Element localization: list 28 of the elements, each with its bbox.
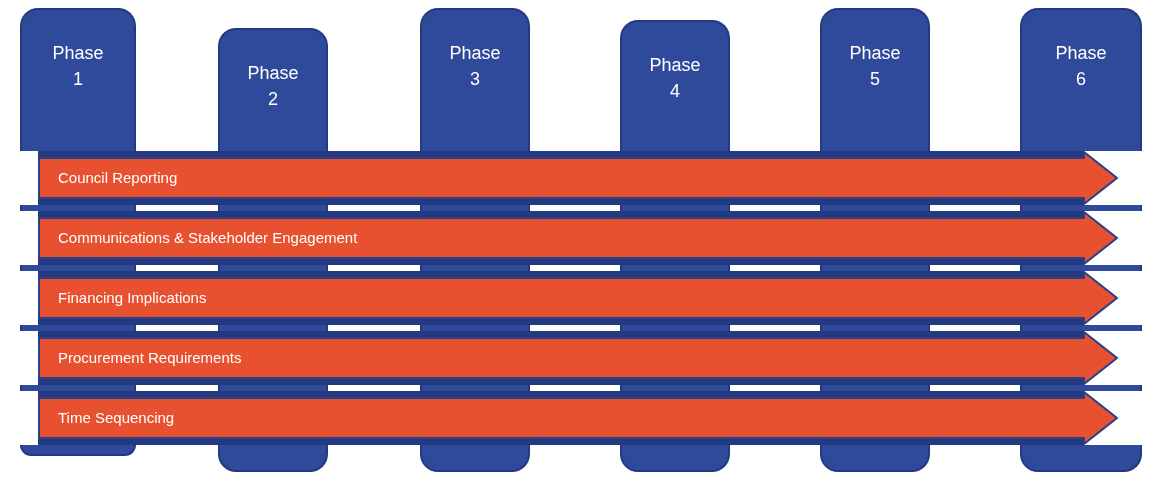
phase-label: Phase 1 bbox=[51, 42, 105, 91]
phase-column bbox=[820, 8, 930, 151]
phase-label: Phase 5 bbox=[848, 42, 902, 91]
phase-column bbox=[620, 20, 730, 151]
phase-column-foot bbox=[820, 445, 930, 472]
phase-column-foot bbox=[420, 445, 530, 472]
workstream-banner bbox=[38, 391, 1118, 445]
phase-column bbox=[420, 8, 530, 151]
phase-column bbox=[218, 28, 328, 151]
phase-label: Phase 2 bbox=[246, 62, 300, 111]
phase-label: Phase 3 bbox=[448, 42, 502, 91]
phase-label: Phase 6 bbox=[1054, 42, 1108, 91]
phase-column-foot bbox=[218, 445, 328, 472]
phase-column bbox=[20, 8, 136, 151]
workstream-label: Time Sequencing bbox=[58, 407, 175, 428]
phase-label: Phase 4 bbox=[648, 54, 702, 103]
phase-column bbox=[1020, 8, 1142, 151]
workstream-banner bbox=[38, 331, 1118, 385]
workstream-banner bbox=[38, 211, 1118, 265]
workstream-label: Communications & Stakeholder Engagement bbox=[58, 227, 358, 248]
phase-column-foot bbox=[1020, 445, 1142, 472]
phase-column-foot bbox=[20, 445, 136, 456]
workstream-banner bbox=[38, 271, 1118, 325]
phase-column-foot bbox=[620, 445, 730, 472]
workstream-banner bbox=[38, 151, 1118, 205]
workstream-label: Procurement Requirements bbox=[58, 347, 242, 368]
workstream-label: Council Reporting bbox=[58, 167, 178, 188]
workstream-label: Financing Implications bbox=[58, 287, 207, 308]
